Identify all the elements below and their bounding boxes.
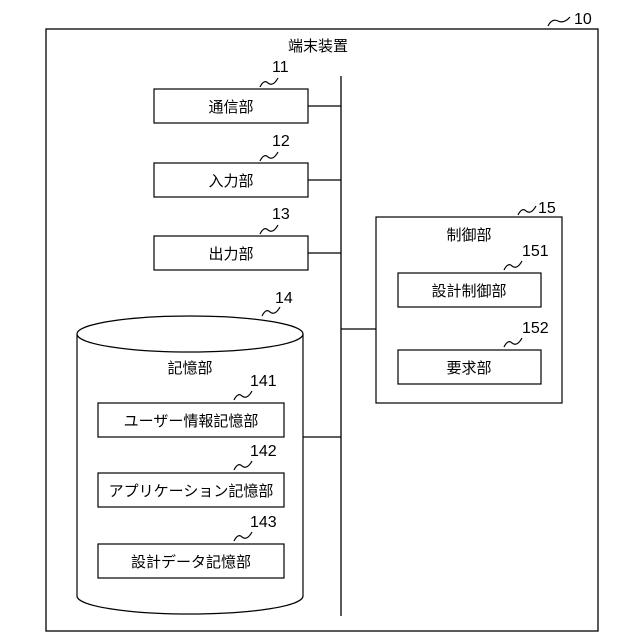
communication-ref-leader (260, 78, 278, 87)
device-ref-leader (548, 17, 570, 26)
design-control-ref: 151 (522, 243, 549, 260)
design-data-storage-label: 設計データ記憶部 (131, 553, 251, 571)
storage-ref-leader (262, 307, 280, 316)
output-unit-label: 出力部 (208, 245, 253, 263)
application-ref: 142 (250, 443, 277, 460)
user-info-ref: 141 (250, 373, 277, 390)
design-control-label: 設計制御部 (431, 282, 506, 300)
storage-ref: 14 (275, 290, 293, 307)
output-ref: 13 (272, 206, 290, 223)
control-ref: 15 (538, 200, 556, 217)
input-ref-leader (260, 152, 278, 161)
application-storage-label: アプリケーション記憶部 (109, 482, 274, 500)
device-title: 端末装置 (288, 37, 348, 55)
communication-unit-label: 通信部 (208, 98, 253, 116)
control-unit-title: 制御部 (446, 226, 491, 244)
design-data-ref: 143 (250, 514, 277, 531)
communication-ref: 11 (272, 59, 289, 76)
request-unit-label: 要求部 (446, 359, 491, 377)
device-ref: 10 (574, 11, 592, 28)
input-unit-label: 入力部 (208, 172, 253, 190)
control-ref-leader (518, 206, 536, 215)
input-ref: 12 (272, 133, 290, 150)
request-ref: 152 (522, 320, 549, 337)
user-info-storage-label: ユーザー情報記憶部 (124, 412, 259, 430)
storage-cylinder-top (77, 316, 303, 352)
output-ref-leader (260, 225, 278, 234)
storage-title: 記憶部 (167, 359, 212, 377)
